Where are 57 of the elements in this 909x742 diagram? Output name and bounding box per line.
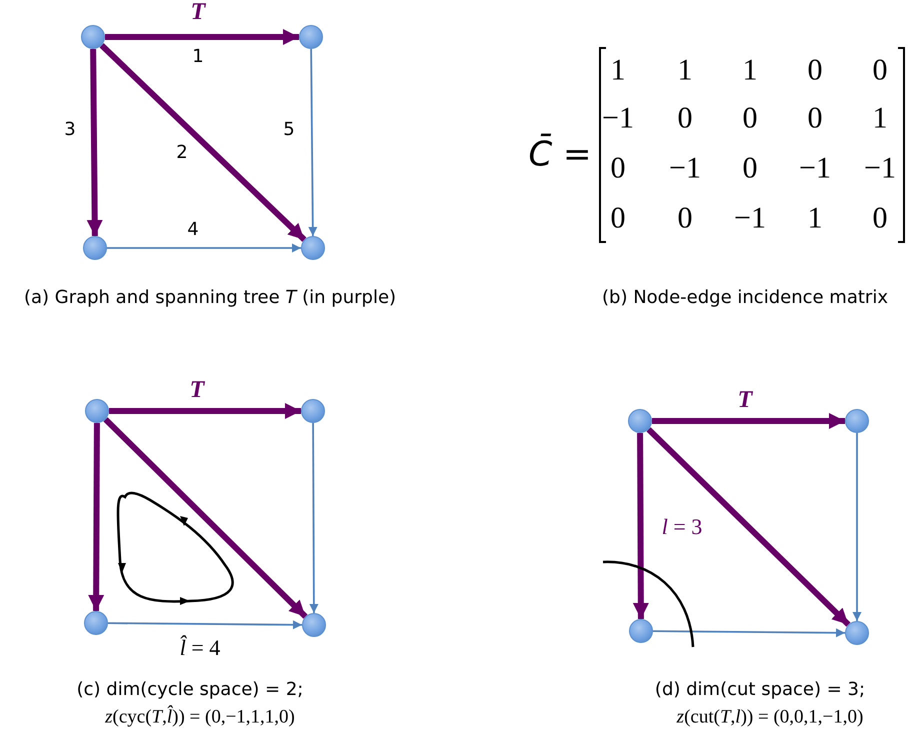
node-circle bbox=[85, 399, 109, 423]
node-circle bbox=[629, 619, 653, 643]
matrix-entry: −1 bbox=[602, 102, 634, 134]
node-circle bbox=[302, 613, 326, 637]
node-circle bbox=[845, 621, 869, 645]
matrix-entry: 0 bbox=[872, 202, 888, 234]
matrix-entry: −1 bbox=[799, 152, 831, 184]
caption: (c) dim(cycle space) = 2; bbox=[76, 680, 304, 700]
node-circle bbox=[83, 236, 107, 260]
formula: z(cut(T,l)) = (0,0,1,−1,0) bbox=[676, 708, 864, 728]
arrow bbox=[309, 423, 318, 613]
node-circle bbox=[299, 25, 323, 49]
formula: z(cyc(T,l̂)) = (0,−1,1,1,0) bbox=[105, 708, 295, 728]
tree-label: T bbox=[190, 376, 204, 404]
matrix-entry: 1 bbox=[742, 54, 758, 86]
matrix-entry: 1 bbox=[872, 102, 888, 134]
caption: (a) Graph and spanning tree T (in purple) bbox=[24, 288, 396, 308]
arrow bbox=[852, 433, 862, 621]
arrow bbox=[108, 620, 302, 630]
node-circle bbox=[845, 409, 869, 433]
matrix-entry: 0 bbox=[808, 102, 822, 134]
caption: (b) Node-edge incidence matrix bbox=[602, 288, 888, 308]
matrix-entry: 0 bbox=[742, 102, 758, 134]
node-circle bbox=[301, 236, 325, 260]
node-circle bbox=[81, 25, 105, 49]
matrix-entry: 0 bbox=[808, 54, 822, 86]
arrow bbox=[109, 403, 301, 419]
arrow bbox=[653, 628, 845, 638]
arrow bbox=[632, 432, 649, 620]
matrix-entry: 1 bbox=[610, 54, 626, 86]
tree-label: T bbox=[738, 386, 752, 414]
arrow bbox=[107, 244, 301, 252]
arrow bbox=[105, 29, 299, 45]
matrix-entry: −1 bbox=[864, 152, 896, 184]
arrow bbox=[646, 427, 851, 627]
matrix-entry: 1 bbox=[808, 202, 822, 234]
arrow bbox=[103, 417, 308, 619]
arrow bbox=[86, 48, 103, 236]
matrix-entry: −1 bbox=[734, 202, 766, 234]
matrix-entry: 0 bbox=[742, 152, 758, 184]
node-circle bbox=[628, 409, 652, 433]
matrix-entry: 0 bbox=[610, 152, 626, 184]
node-circle bbox=[301, 399, 325, 423]
node-circle bbox=[84, 611, 108, 635]
matrix-symbol: C̄ = bbox=[528, 136, 592, 174]
tree-label: T bbox=[190, 0, 206, 26]
matrix-entry: 0 bbox=[678, 202, 692, 234]
matrix-entry: 0 bbox=[872, 54, 888, 86]
caption: (d) dim(cut space) = 3; bbox=[654, 680, 866, 700]
matrix-entry: −1 bbox=[669, 152, 701, 184]
matrix-entry: 0 bbox=[610, 202, 626, 234]
matrix-entry: 1 bbox=[678, 54, 692, 86]
arrow bbox=[88, 422, 104, 612]
arrow bbox=[100, 43, 306, 242]
arrow bbox=[652, 413, 845, 429]
matrix-entry: 0 bbox=[678, 102, 692, 134]
arrow bbox=[308, 49, 318, 236]
